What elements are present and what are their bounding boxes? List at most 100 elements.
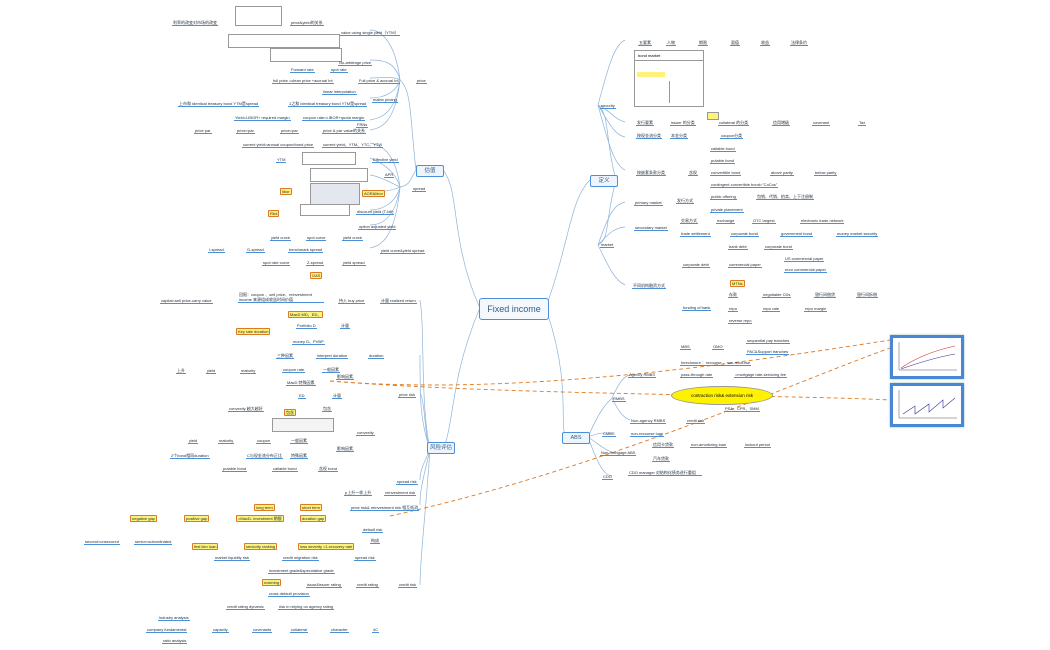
convexity-effect[interactable]: convexity 越大越好	[228, 406, 264, 412]
repo-margin[interactable]: repo margin	[804, 306, 828, 312]
first-lien[interactable]: first lien loan	[192, 543, 219, 550]
current-yield-list[interactable]: current yield、YTM、YTC、YTW	[322, 142, 384, 148]
spot-curve[interactable]: spot curve	[306, 235, 327, 241]
industry[interactable]: industry analysis	[158, 615, 190, 621]
covenants[interactable]: covenants	[252, 627, 273, 633]
oas[interactable]: OAS	[310, 272, 323, 279]
callable-b[interactable]: callable bond	[710, 146, 736, 152]
corp-bond2[interactable]: corporate bond	[764, 244, 793, 250]
yield-d[interactable]: yield	[206, 368, 217, 374]
collateral[interactable]: collateral	[290, 627, 309, 633]
credit-rating[interactable]: credit rating	[356, 582, 379, 588]
character[interactable]: character	[330, 627, 349, 633]
default-risk[interactable]: default risk	[362, 527, 384, 533]
special[interactable]: 特殊因素	[290, 453, 308, 459]
loss-severity[interactable]: loss severity =1-recovery rate	[298, 543, 355, 550]
note-rate-change[interactable]: 利率的改变对市场的改变	[172, 20, 218, 26]
option-adjusted[interactable]: option adjusted yield	[358, 224, 397, 230]
yield-f[interactable]: yield	[188, 438, 199, 444]
ratio[interactable]: ratio analysis	[162, 638, 188, 644]
chart-thumbnail-1[interactable]	[890, 335, 964, 379]
price-reinvest[interactable]: price risk& reinvestment risk 相互抵消	[350, 505, 420, 511]
coupon-f[interactable]: coupon	[256, 438, 272, 444]
price-par2[interactable]: price=par	[280, 128, 299, 134]
senior[interactable]: senior>subordinated	[134, 539, 173, 545]
same-ytm-spread[interactable]: 上市和 identical treasury bond YTM是spread	[178, 101, 260, 107]
capacity[interactable]: capacity	[212, 627, 229, 633]
macd[interactable]: MacD MD、ED、	[288, 311, 324, 318]
time[interactable]: 期限	[698, 40, 708, 46]
yield-curve[interactable]: yield curve	[270, 235, 292, 241]
full-price-accrual[interactable]: Full price & accrual Int	[358, 78, 400, 84]
five-basics[interactable]: 五要素	[638, 40, 652, 46]
three-factors[interactable]: 三种因素	[276, 353, 294, 359]
non-recourse[interactable]: non-recourse loan	[630, 431, 665, 437]
key-rate[interactable]: Key rate duration	[236, 328, 271, 335]
contraction-risk[interactable]: contraction risk& extension risk	[671, 386, 773, 405]
seniority[interactable]: seniority ranking	[244, 543, 278, 550]
matrix-pricing[interactable]: matrix pricing	[372, 97, 398, 103]
company[interactable]: company fundamental	[146, 627, 188, 633]
euro-cp[interactable]: euro commercial paper	[784, 267, 827, 273]
interpret-duration[interactable]: interpret duration	[316, 353, 349, 359]
price-par[interactable]: price>par	[236, 128, 255, 134]
price-risk[interactable]: price risk	[398, 392, 417, 398]
option[interactable]: 含权	[688, 170, 698, 176]
auction[interactable]: 包销、代销、拍卖、上下注册制	[756, 194, 814, 200]
mortgage-rate[interactable]: =mortgage rate-servicing fee	[734, 372, 788, 378]
legal[interactable]: 法律条约	[790, 40, 808, 46]
foreclosure[interactable]: foreclosure ：recourse ，non-recourse	[680, 360, 752, 366]
corporate-bond[interactable]: corporate bond	[730, 231, 759, 237]
hold-price[interactable]: 持入 buy price	[338, 298, 366, 304]
yield-libor[interactable]: Yield=LIBOR+ required margin	[234, 115, 291, 121]
spot-rate[interactable]: spot rate	[330, 67, 348, 73]
spread[interactable]: spread	[412, 186, 427, 192]
pkg-label[interactable]: 包含	[322, 406, 332, 412]
ed[interactable]: ED	[298, 393, 306, 399]
aor-libor[interactable]: AOR&libor	[362, 190, 385, 197]
funding-instruments[interactable]: 不同机构融资方式	[632, 283, 666, 289]
portfolio-d[interactable]: Portfolio D	[296, 323, 317, 329]
people[interactable]: 人物	[666, 40, 676, 46]
pass-through[interactable]: pass-through rate	[680, 372, 714, 378]
mtns[interactable]: MTNs	[730, 280, 745, 287]
pac[interactable]: PAC&Support tranches	[746, 349, 790, 355]
price-par-value[interactable]: price & par value的关系	[322, 128, 367, 134]
funding-bank[interactable]: funding of bank	[682, 305, 712, 311]
credit-migration[interactable]: credit migration risk	[282, 555, 319, 561]
full-price-row[interactable]: full price =clean price +accrual Int	[272, 78, 334, 84]
spread-risk[interactable]: spread risk	[396, 479, 418, 485]
maturity-d[interactable]: maturity	[240, 368, 257, 374]
coupon-cls[interactable]: coupon分类	[720, 133, 744, 139]
exchange[interactable]: exchange	[716, 218, 736, 224]
embedded[interactable]: 按嵌套条款分类	[636, 170, 666, 176]
repo-rate[interactable]: repo rate	[762, 306, 781, 312]
credit-risk[interactable]: credit risk	[398, 582, 418, 588]
c-dispersion[interactable]: C与现金流分布正比	[246, 453, 283, 459]
coco[interactable]: contingent convertible bond="CoCos"	[710, 182, 779, 188]
apr[interactable]: APR	[384, 172, 395, 178]
calc2[interactable]: 计量	[332, 393, 342, 399]
notching[interactable]: notching	[262, 579, 282, 586]
root-node[interactable]: Fixed income	[479, 298, 549, 320]
auto[interactable]: 汽车贷款	[652, 456, 670, 462]
macd-dev[interactable]: MacD 特殊因素	[286, 380, 316, 386]
same-ytm-spread2[interactable]: 1之和 identical treasury bond YTM是spread	[288, 101, 368, 107]
market-liquidity[interactable]: market liquidity risk	[214, 555, 251, 561]
tax[interactable]: Tax	[858, 120, 867, 126]
putable-b[interactable]: putable bond	[710, 158, 736, 164]
callable[interactable]: callable bond	[272, 466, 298, 472]
issue-rating[interactable]: issue&issuer rating	[306, 582, 342, 588]
g-spread[interactable]: G-spread	[246, 247, 265, 253]
seq-pay[interactable]: sequential pay tranches	[746, 338, 791, 344]
trade-mode[interactable]: 交易方式	[680, 218, 698, 224]
discount-yield[interactable]: discount yield (T-bill)	[356, 209, 395, 215]
collateral-cls[interactable]: collateral 的分类	[718, 120, 750, 126]
currency-cls[interactable]: 本金分类	[670, 133, 688, 139]
benchmark-spread[interactable]: benchmark spread	[288, 247, 324, 253]
electronic[interactable]: electronic trade network	[800, 218, 845, 224]
single-yield[interactable]: value using single yield（YTM）	[340, 30, 400, 36]
non-mortgage[interactable]: Non-mortgage ABS	[600, 450, 637, 456]
below-parity[interactable]: below parity	[814, 170, 838, 176]
duration[interactable]: duration	[368, 353, 385, 359]
